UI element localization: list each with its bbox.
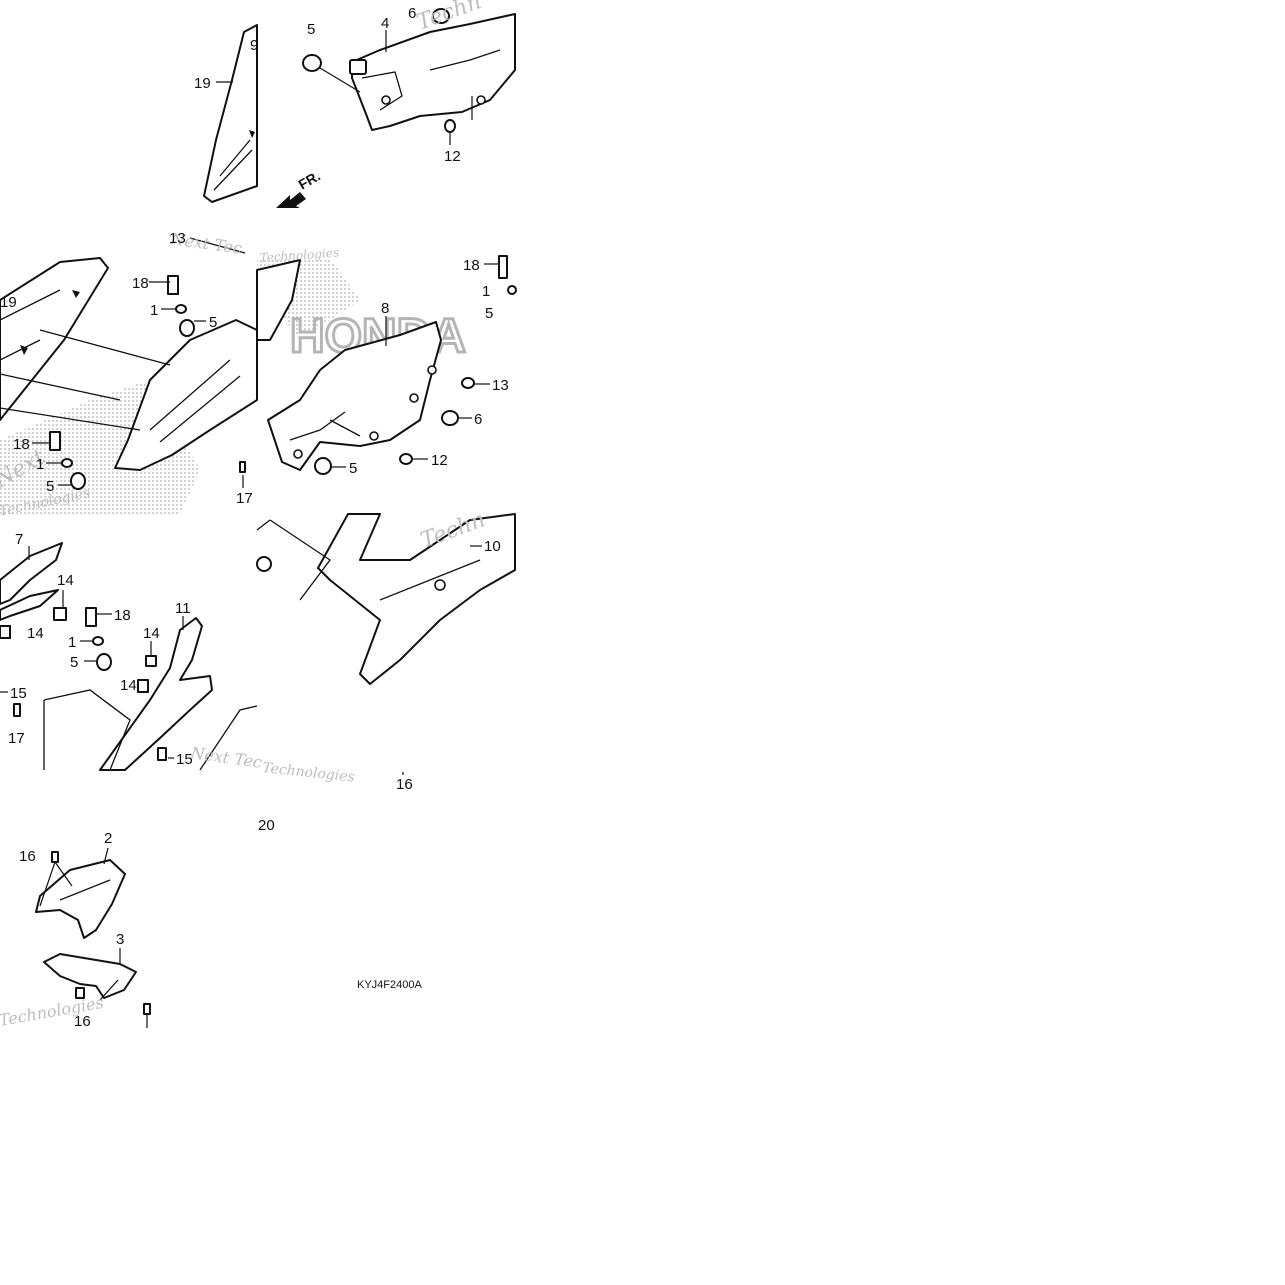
panel-middle-right: HONDA xyxy=(256,255,517,475)
callout-label: 17 xyxy=(236,490,253,507)
cover-part-2 xyxy=(35,859,126,939)
callout-labels: 5 4 6 9 19 12 13 18 1 5 19 18 1 5 17 18 … xyxy=(0,5,509,1030)
callout-label: 18 xyxy=(132,275,149,292)
grommet-6 xyxy=(432,8,450,24)
callout-label: 5 xyxy=(307,21,315,38)
callout-label: 20 xyxy=(258,817,275,834)
panel-lower-left xyxy=(0,542,258,771)
callout-label: 18 xyxy=(13,436,30,453)
grommet-5 xyxy=(302,54,322,72)
cover-part-11 xyxy=(99,617,213,771)
callout-label: 2 xyxy=(104,830,112,847)
callout-label: 12 xyxy=(431,452,448,469)
front-direction-arrow-icon xyxy=(276,192,306,208)
callout-label: 16 xyxy=(74,1013,91,1030)
grommet-6b xyxy=(441,410,459,426)
side-cover-10 xyxy=(317,513,516,685)
callout-label: 6 xyxy=(474,411,482,428)
panel-bottom-left xyxy=(35,847,151,1028)
panel-top-right: FR. xyxy=(276,8,516,208)
callout-label: 13 xyxy=(492,377,509,394)
panel-middle-left xyxy=(0,257,258,514)
callout-label: 16 xyxy=(19,848,36,865)
callout-label: 18 xyxy=(114,607,131,624)
callout-label: 6 xyxy=(408,5,416,22)
part-code: KYJ4F2400A xyxy=(357,979,422,991)
callout-label: 15 xyxy=(176,751,193,768)
callout-label: 14 xyxy=(57,572,74,589)
callout-label: 5 xyxy=(349,460,357,477)
callout-label: 19 xyxy=(194,75,211,92)
cover-part-3 xyxy=(43,953,137,999)
cover-part-7 xyxy=(0,542,63,605)
callout-label: 1 xyxy=(68,634,76,651)
svg-text:Technologies: Technologies xyxy=(262,760,356,786)
callout-label: 10 xyxy=(484,538,501,555)
callout-label: 17 xyxy=(8,730,25,747)
callout-label: 5 xyxy=(485,305,493,322)
callout-label: 1 xyxy=(36,456,44,473)
side-cover-19-lower xyxy=(0,257,109,421)
svg-text:Next Tec: Next Tec xyxy=(188,743,263,772)
callout-label: 18 xyxy=(463,257,480,274)
callout-label: 11 xyxy=(175,600,191,617)
panel-lower-right xyxy=(256,513,516,775)
callout-label: 8 xyxy=(381,300,389,317)
callout-label: 1 xyxy=(150,302,158,319)
cover-part-4 xyxy=(351,13,516,131)
front-direction-label: FR. xyxy=(296,167,324,192)
svg-text:Technologies: Technologies xyxy=(259,245,339,265)
grommet-5b xyxy=(314,457,332,475)
callout-label: 5 xyxy=(70,654,78,671)
callout-label: 7 xyxy=(15,531,23,548)
callout-label: 12 xyxy=(444,148,461,165)
callout-label: 15 xyxy=(10,685,27,702)
callout-label: 13 xyxy=(169,230,186,247)
callout-label: 5 xyxy=(209,314,217,331)
callout-label: 1 xyxy=(482,283,490,300)
callout-label: 16 xyxy=(396,776,413,793)
callout-label: 19 xyxy=(0,294,17,311)
panel-top-left xyxy=(189,24,258,254)
callout-label: 4 xyxy=(381,15,389,32)
callout-label: 5 xyxy=(46,478,54,495)
callout-label: 14 xyxy=(143,625,160,642)
callout-label: 14 xyxy=(120,677,137,694)
callout-label: 14 xyxy=(27,625,44,642)
callout-label: 9 xyxy=(250,37,258,54)
side-cover-inner xyxy=(114,319,258,471)
callout-label: 3 xyxy=(116,931,124,948)
